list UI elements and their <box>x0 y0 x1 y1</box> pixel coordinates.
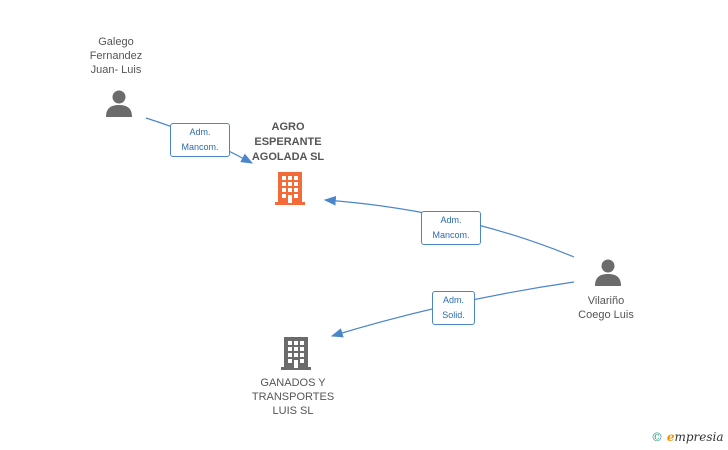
person-icon[interactable] <box>593 257 623 287</box>
building-icon[interactable] <box>280 335 312 371</box>
empresia-logo-e: e <box>666 430 675 444</box>
node-label-vilarino: Vilariño Coego Luis <box>578 295 634 321</box>
node-label-agro: AGRO ESPERANTE AGOLADA SL <box>251 121 325 163</box>
edge-label-vilarino-ganados: Adm. Solid. <box>432 291 475 325</box>
person-icon[interactable] <box>104 88 134 118</box>
empresia-watermark: © empresia <box>651 430 724 444</box>
building-icon[interactable] <box>274 170 306 206</box>
edge-label-vilarino-agro: Adm. Mancom. <box>421 211 481 245</box>
copyright-icon: © <box>651 430 663 444</box>
node-label-ganados: GANADOS Y TRANSPORTES LUIS SL <box>251 377 335 417</box>
node-label-galego: Galego Fernandez Juan- Luis <box>89 36 143 76</box>
empresia-brand: mpresia <box>674 430 724 444</box>
edge-label-galego-agro: Adm. Mancom. <box>170 123 230 157</box>
